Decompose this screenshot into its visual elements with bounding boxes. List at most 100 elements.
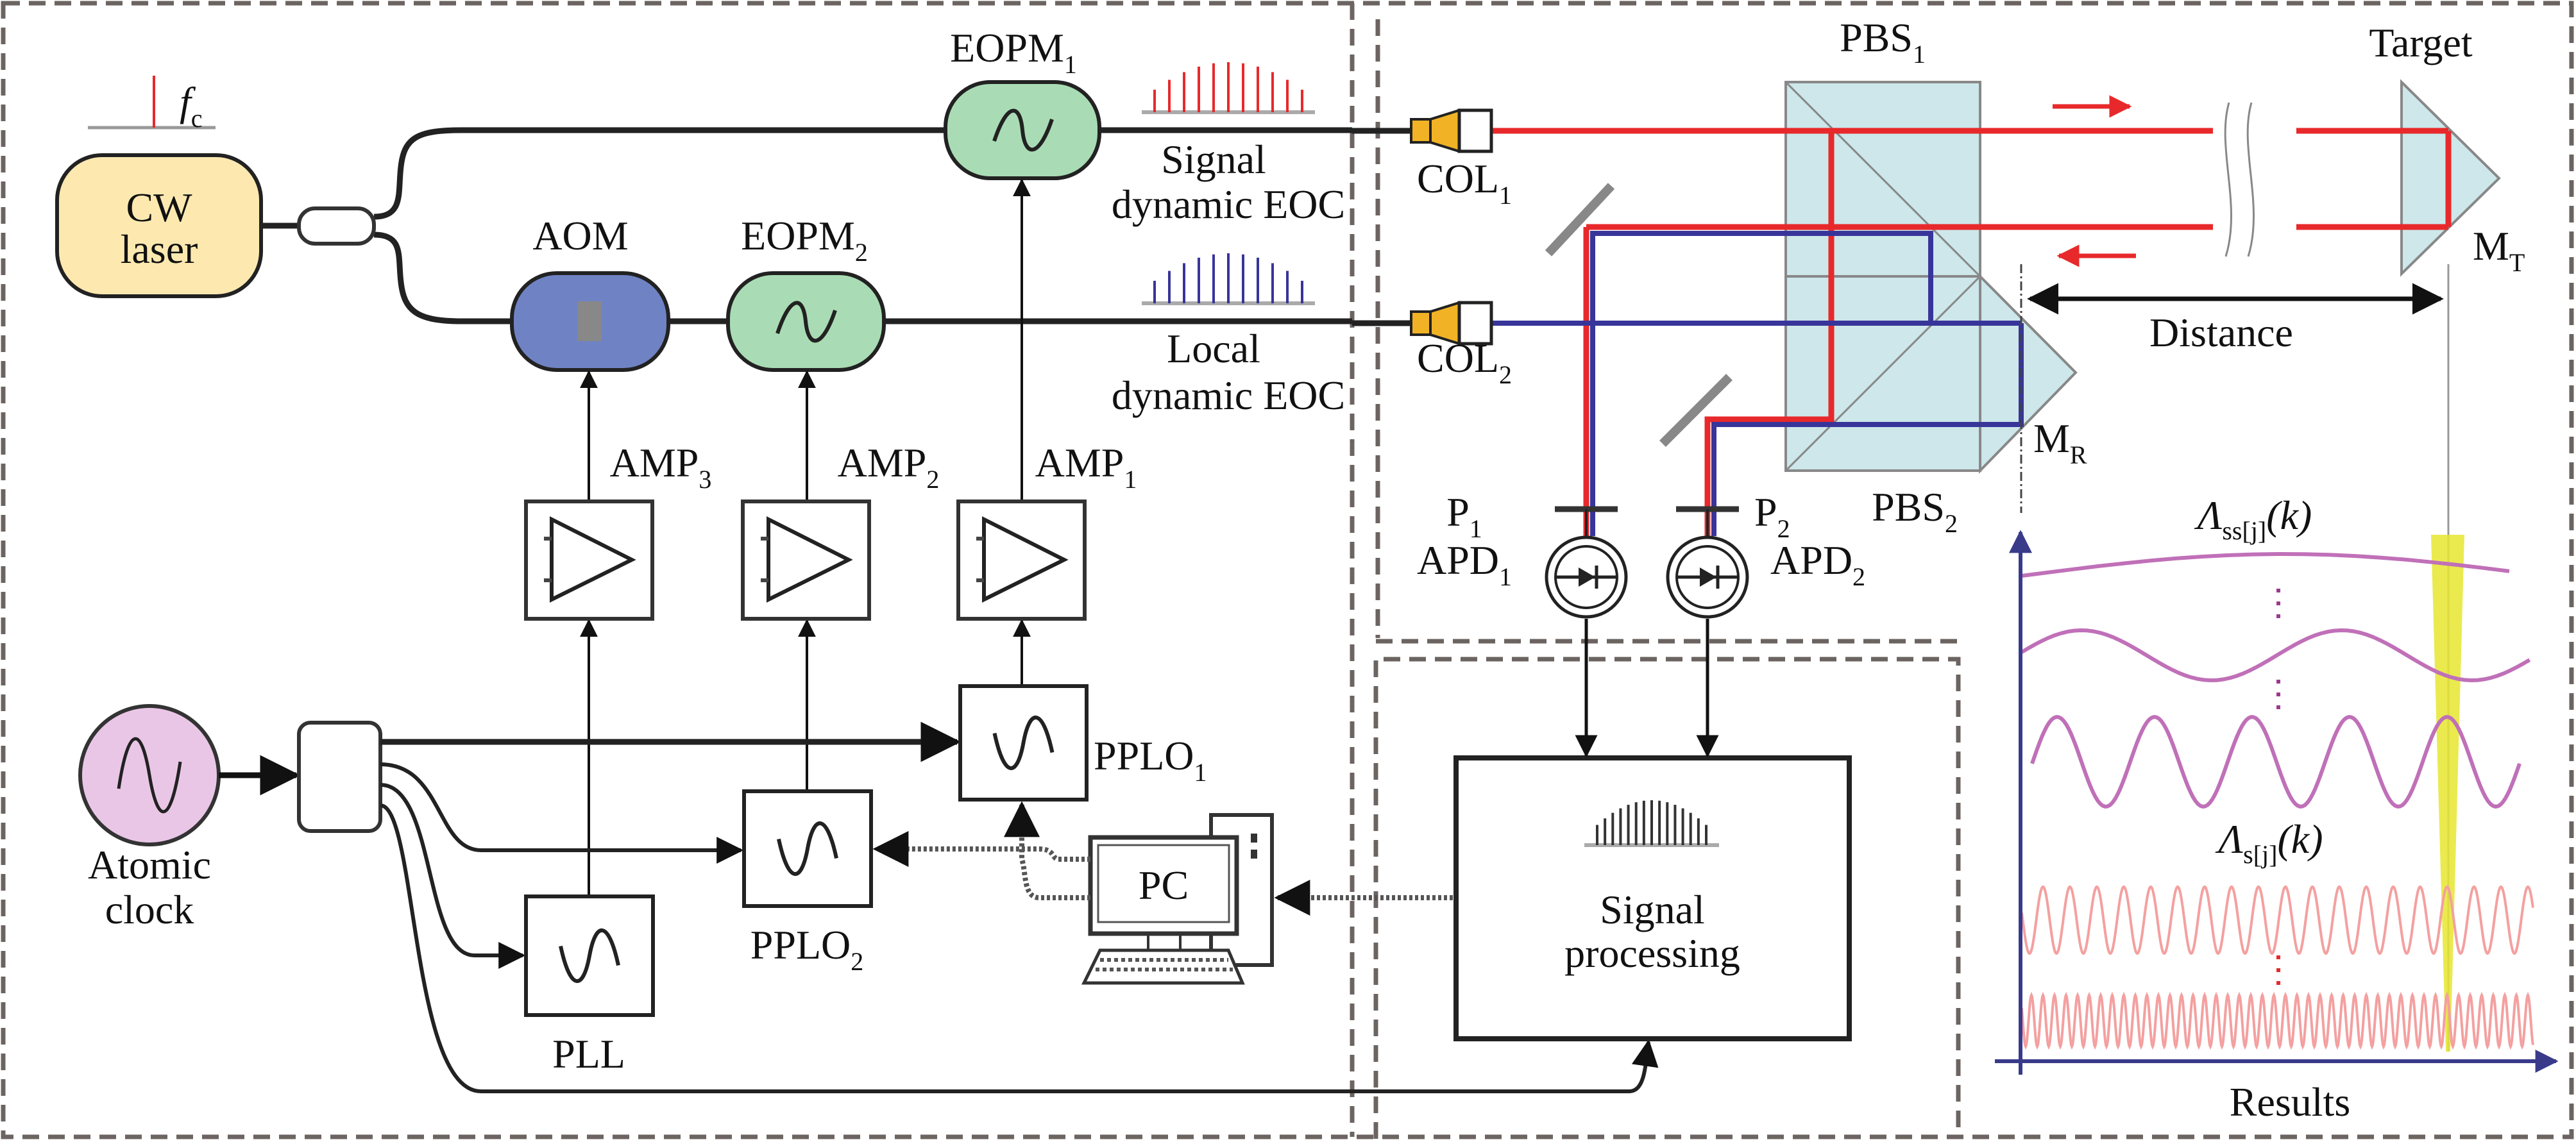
signal-processing-unit: Signal processing bbox=[1453, 755, 1852, 1041]
amp3-label: AMP3 bbox=[610, 440, 712, 494]
collimator-lens bbox=[1457, 301, 1493, 346]
apd2-label: APD2 bbox=[1770, 537, 1865, 591]
local-comb-spectrum bbox=[1142, 253, 1315, 305]
eopm1-label: EOPM1 bbox=[950, 25, 1077, 79]
collimator-body bbox=[1410, 310, 1432, 336]
apd1-label: APD1 bbox=[1417, 537, 1512, 591]
atomic-clock-label-2: clock bbox=[105, 887, 194, 932]
pll-label: PLL bbox=[552, 1031, 625, 1077]
pc-label: PC bbox=[1139, 862, 1189, 908]
fibers bbox=[261, 127, 1352, 324]
signal-processing-label-1: Signal bbox=[1600, 887, 1705, 932]
collimator-1 bbox=[1352, 108, 1493, 153]
collimator-body bbox=[1410, 118, 1432, 144]
atomic-clock: Atomic clock bbox=[78, 704, 221, 932]
pplo1-label: PPLO1 bbox=[1094, 733, 1207, 787]
p1-label: P1 bbox=[1446, 489, 1482, 543]
control-lines bbox=[872, 801, 1453, 916]
rf-lines bbox=[380, 721, 1659, 1093]
pll-box bbox=[524, 894, 655, 1017]
single-wave-label: Λs[j](k) bbox=[2215, 816, 2323, 869]
amplifier-3 bbox=[524, 500, 654, 621]
aom-label: AOM bbox=[532, 213, 628, 258]
mirror-2 bbox=[1659, 374, 1733, 447]
eopm1: EOPM1 bbox=[944, 25, 1101, 180]
synthetic-wave-label: Λss[j](k) bbox=[2194, 492, 2312, 545]
eopm2-label: EOPM2 bbox=[741, 213, 868, 267]
processed-spectrum bbox=[1584, 800, 1719, 847]
pbs1-label: PBS1 bbox=[1840, 15, 1926, 69]
local-comb-label-1: Local bbox=[1167, 326, 1260, 371]
collimator-cone bbox=[1429, 108, 1461, 153]
synthetic-wave-2 bbox=[2021, 628, 2531, 683]
sine-icon bbox=[559, 928, 620, 983]
col2-label: COL2 bbox=[1417, 335, 1512, 389]
single-wave-2 bbox=[2021, 991, 2534, 1050]
amplifier-1 bbox=[956, 500, 1087, 621]
p2-label: P2 bbox=[1754, 489, 1790, 543]
results-axis-label: Results bbox=[2230, 1079, 2350, 1125]
signal-processing-label-2: processing bbox=[1564, 930, 1740, 976]
mt-label: MT bbox=[2473, 223, 2525, 277]
amplifier-2 bbox=[741, 500, 871, 621]
pplo2-label: PPLO2 bbox=[750, 922, 864, 976]
laser-spectrum: fc bbox=[88, 76, 216, 133]
gap-break-icon bbox=[2224, 102, 2255, 257]
signal-beam bbox=[1492, 128, 2452, 536]
single-wave-1 bbox=[2021, 886, 2534, 955]
apd-1 bbox=[1545, 509, 1628, 619]
amp2-label: AMP2 bbox=[838, 440, 940, 494]
rf-splitter bbox=[297, 721, 382, 833]
collimator-lens bbox=[1457, 108, 1493, 153]
target-highlight bbox=[2431, 535, 2464, 1052]
cw-laser-label-2: laser bbox=[121, 226, 198, 272]
photodiode-icon bbox=[1579, 567, 1595, 587]
col1-label: COL1 bbox=[1417, 156, 1512, 210]
collimator-2 bbox=[1352, 301, 1493, 346]
amplifier-triangle-icon bbox=[550, 516, 636, 603]
local-comb-label-2: dynamic EOC bbox=[1112, 373, 1345, 418]
cw-laser-label-1: CW bbox=[126, 185, 192, 230]
sine-icon bbox=[992, 716, 1055, 770]
photodiode-icon bbox=[1700, 567, 1716, 587]
pbs2-label: PBS2 bbox=[1872, 484, 1958, 538]
pbs1 bbox=[1784, 81, 1981, 278]
mirror-1 bbox=[1545, 183, 1615, 256]
amp1-label: AMP1 bbox=[1035, 440, 1137, 494]
amplifier-triangle-icon bbox=[767, 516, 853, 603]
apd-2 bbox=[1666, 509, 1749, 619]
target-label: Target bbox=[2369, 20, 2473, 65]
amplifier-box bbox=[741, 500, 871, 621]
fc-label: fc bbox=[180, 79, 203, 133]
aom-crystal bbox=[577, 301, 602, 341]
sine-icon bbox=[117, 737, 182, 814]
pplo1-box bbox=[958, 684, 1089, 802]
signal-comb-label-1: Signal bbox=[1161, 137, 1266, 182]
amplifier-triangle-icon bbox=[982, 516, 1069, 603]
distance-label: Distance bbox=[2149, 310, 2293, 355]
drive-lines bbox=[580, 178, 1031, 896]
pc-keyboard bbox=[1081, 948, 1245, 985]
signal-comb-spectrum bbox=[1142, 62, 1315, 114]
atomic-clock-label-1: Atomic bbox=[88, 842, 211, 887]
fiber-coupler bbox=[297, 206, 376, 246]
synthetic-wave-1 bbox=[2021, 551, 2510, 578]
eopm2: EOPM2 bbox=[726, 213, 886, 372]
sine-icon bbox=[992, 108, 1054, 152]
aom: AOM bbox=[510, 213, 670, 372]
cw-laser: CW laser bbox=[55, 153, 263, 298]
sine-icon bbox=[775, 301, 837, 343]
pplo2-frame bbox=[742, 789, 873, 908]
sine-icon bbox=[777, 821, 838, 876]
signal-comb-label-2: dynamic EOC bbox=[1112, 181, 1345, 227]
pplo2-box bbox=[742, 789, 873, 908]
apd-output-lines bbox=[1575, 619, 1719, 758]
pc-computer: PC bbox=[1081, 813, 1274, 985]
pbs2 bbox=[1784, 275, 1981, 472]
mr-label: MR bbox=[2033, 416, 2087, 469]
results-plot: Λss[j](k) Λs[j](k) Results bbox=[1995, 492, 2559, 1125]
synthetic-wave-3 bbox=[2030, 715, 2521, 809]
